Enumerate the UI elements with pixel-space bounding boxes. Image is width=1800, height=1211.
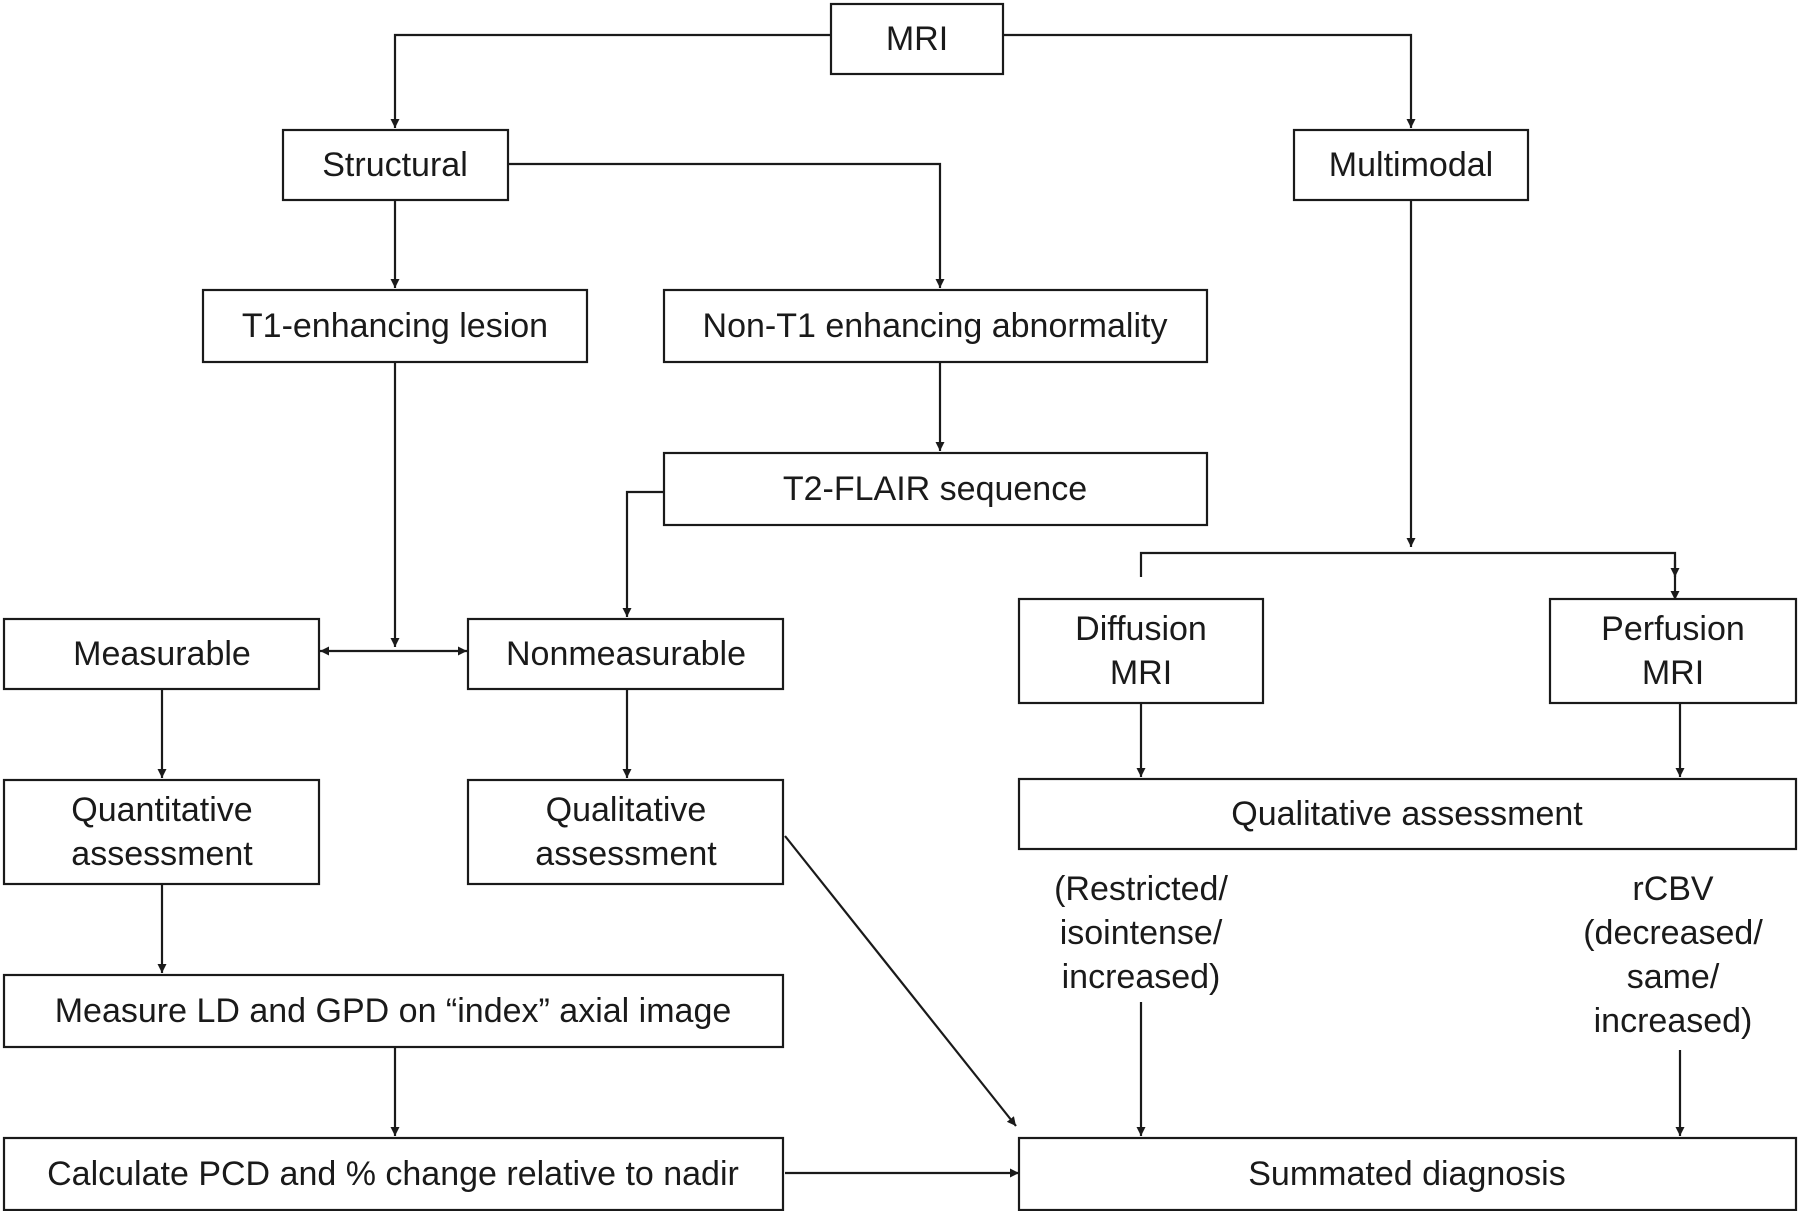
label-line: MRI	[886, 20, 948, 58]
node-label: Qualitative assessment	[535, 791, 717, 873]
label-line: Non-T1 enhancing abnormality	[703, 307, 1168, 345]
node-label: Structural	[322, 146, 468, 184]
node-label: Calculate PCD and % change relative to n…	[47, 1155, 739, 1193]
edge-mri-multimodal	[1003, 33, 1416, 128]
node-quantitative: Quantitative assessment	[2, 778, 321, 886]
label-line: (decreased/	[1583, 914, 1763, 952]
label-line: (Restricted/	[1054, 870, 1228, 908]
node-t1-enhancing: T1-enhancing lesion	[201, 288, 589, 364]
label-line: Diffusion	[1075, 610, 1207, 648]
node-qualitative-right: Qualitative assessment	[1017, 777, 1798, 851]
node-calculate-pcd: Calculate PCD and % change relative to n…	[2, 1136, 785, 1211]
label-line: MRI	[1642, 654, 1704, 692]
node-t2-flair: T2-FLAIR sequence	[662, 451, 1209, 527]
label-line: same/	[1627, 958, 1720, 996]
label-line: assessment	[71, 835, 253, 873]
edge-split-diffusion	[1139, 551, 1680, 577]
diffusion-note: (Restricted/isointense/increased)	[1054, 870, 1228, 996]
node-non-t1: Non-T1 enhancing abnormality	[662, 288, 1209, 364]
label-line: Structural	[322, 146, 468, 184]
edge-t2flair-nonmeasurable	[622, 490, 664, 617]
node-label: Measurable	[73, 635, 251, 673]
perfusion-note: rCBV (decreased/same/increased)	[1583, 870, 1763, 1040]
node-mri: MRI	[829, 2, 1005, 76]
edges	[157, 33, 1685, 1178]
node-label: MRI	[886, 20, 948, 58]
label-line: increased)	[1594, 1002, 1753, 1040]
label-line: T2-FLAIR sequence	[783, 470, 1087, 508]
label-line: T1-enhancing lesion	[242, 307, 548, 345]
node-summated: Summated diagnosis	[1017, 1136, 1798, 1211]
node-nonmeasurable: Nonmeasurable	[466, 617, 785, 691]
node-label: Summated diagnosis	[1248, 1155, 1566, 1193]
node-qualitative-left: Qualitative assessment	[466, 778, 785, 886]
node-measure-ld: Measure LD and GPD on “index” axial imag…	[2, 973, 785, 1049]
node-measurable: Measurable	[2, 617, 321, 691]
label-line: Quantitative	[71, 791, 252, 829]
label-line: increased)	[1062, 958, 1221, 996]
node-multimodal: Multimodal	[1292, 128, 1530, 202]
label-line: isointense/	[1060, 914, 1223, 952]
label-line: assessment	[535, 835, 717, 873]
label-line: Measure LD and GPD on “index” axial imag…	[55, 992, 732, 1030]
label-line: Qualitative	[546, 791, 707, 829]
label-line: Summated diagnosis	[1248, 1155, 1566, 1193]
annotations: (Restricted/isointense/increased) rCBV (d…	[1054, 870, 1763, 1040]
node-label: Qualitative assessment	[1231, 795, 1583, 833]
label-line: Measurable	[73, 635, 251, 673]
edge-qualitative-summated	[784, 835, 1017, 1127]
node-structural: Structural	[281, 128, 510, 202]
node-label: Multimodal	[1329, 146, 1493, 184]
edge-mri-structural	[390, 33, 831, 128]
label-line: MRI	[1110, 654, 1172, 692]
label-line: Multimodal	[1329, 146, 1493, 184]
node-label: T1-enhancing lesion	[242, 307, 548, 345]
node-label: T2-FLAIR sequence	[783, 470, 1087, 508]
edge-structural-nont1	[508, 162, 945, 288]
node-label: Non-T1 enhancing abnormality	[703, 307, 1168, 345]
node-label: Quantitative assessment	[71, 791, 253, 873]
node-label: Nonmeasurable	[506, 635, 746, 673]
label-line: Qualitative assessment	[1231, 795, 1583, 833]
node-label: Measure LD and GPD on “index” axial imag…	[55, 992, 732, 1030]
label-line: Calculate PCD and % change relative to n…	[47, 1155, 739, 1193]
label-line: rCBV	[1632, 870, 1714, 908]
label-line: Perfusion	[1601, 610, 1745, 648]
label-line: Nonmeasurable	[506, 635, 746, 673]
